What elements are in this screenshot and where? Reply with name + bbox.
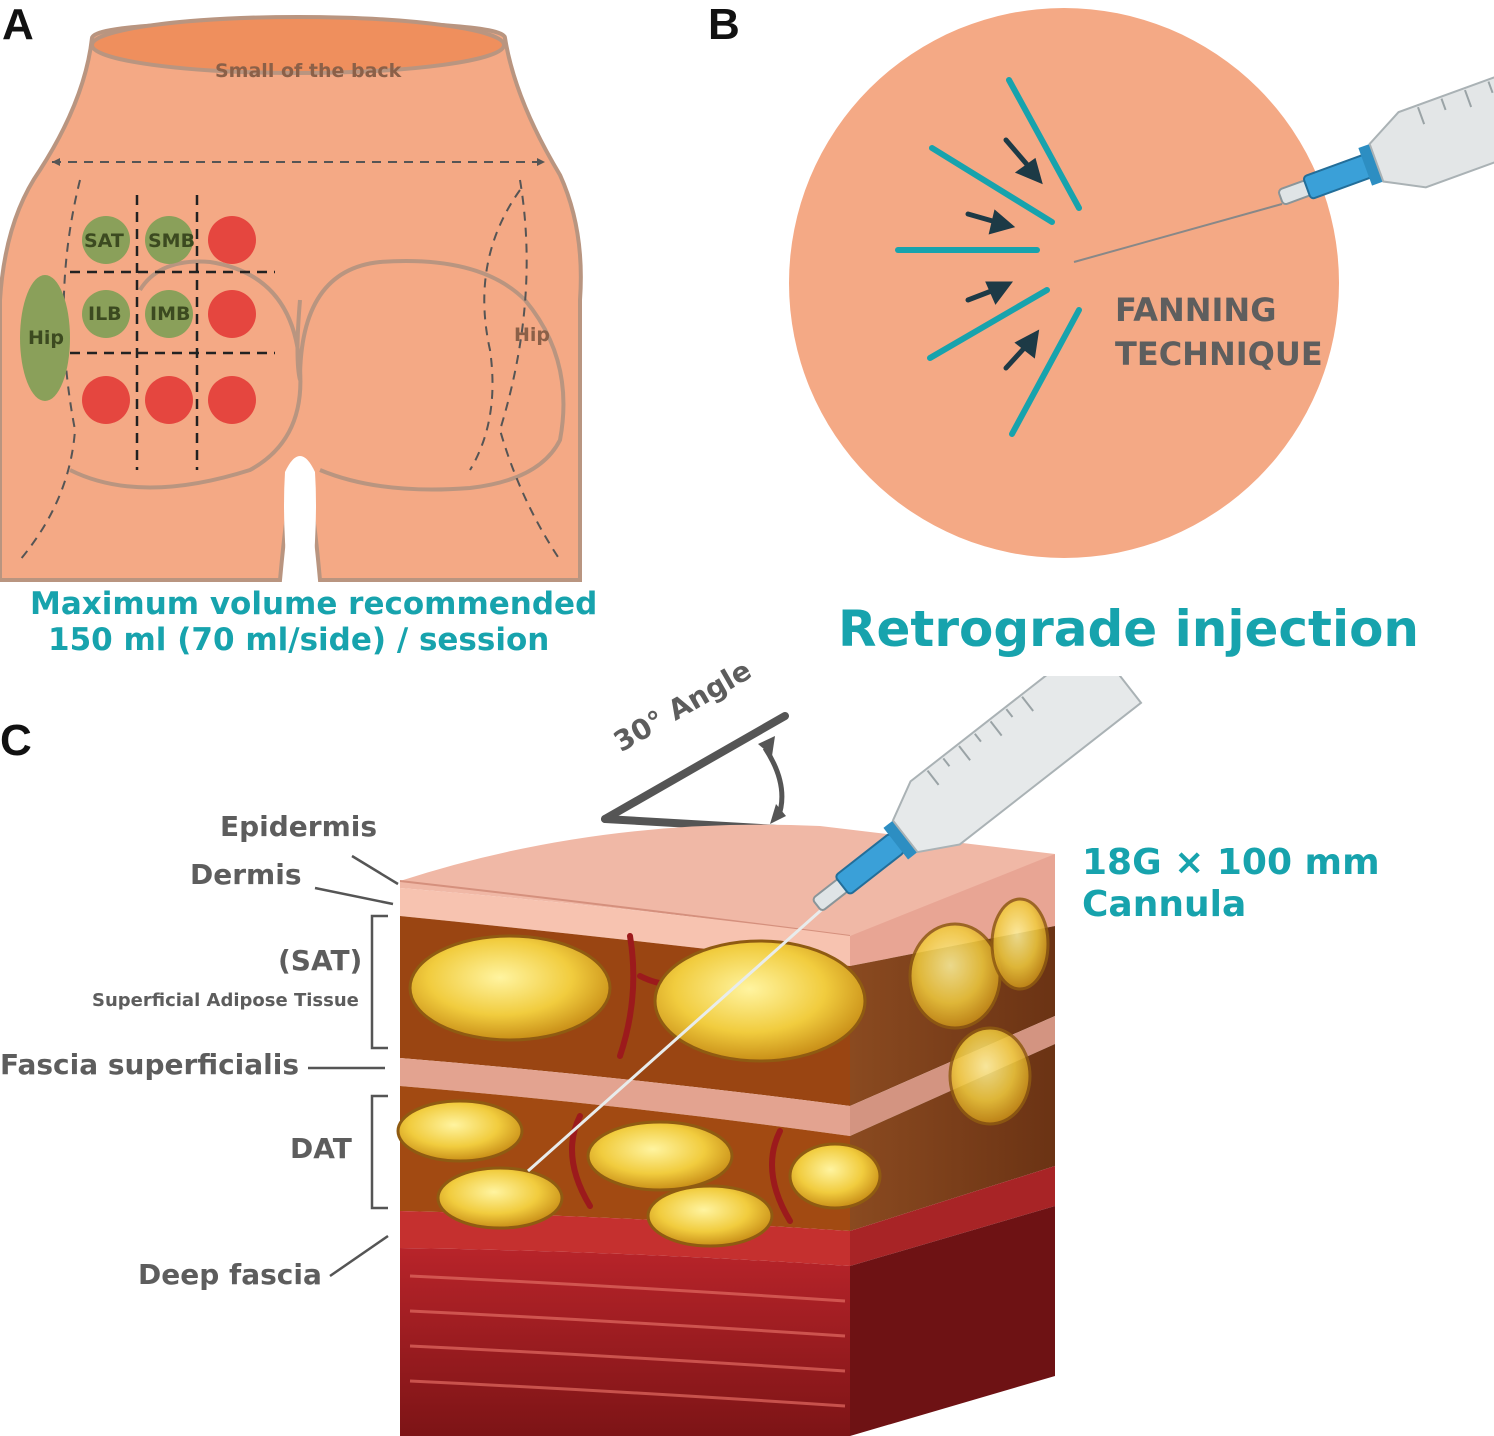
fanning-illustration	[789, 8, 1494, 558]
red-zone	[82, 376, 130, 424]
deep-fascia-label: Deep fascia	[138, 1258, 322, 1291]
zone-sat	[82, 216, 130, 264]
hip-label-left: Hip	[28, 327, 65, 349]
panel-b-letter: B	[708, 0, 740, 49]
panel-a-letter: A	[2, 0, 34, 49]
epidermis-label: Epidermis	[220, 810, 378, 843]
small-of-back-area	[90, 15, 506, 75]
zone-label-sat: SAT	[84, 230, 124, 252]
sat-label: (SAT)	[278, 944, 363, 977]
fascia-superficialis-label: Fascia superficialis	[0, 1048, 300, 1081]
red-zone	[208, 376, 256, 424]
zone-label-ilb: ILB	[88, 303, 122, 325]
hip-zone-left	[20, 275, 70, 401]
max-volume-line2: 150 ml (70 ml/side) / session	[48, 622, 550, 658]
red-zone	[145, 376, 193, 424]
fanning-label-line2: TECHNIQUE	[1115, 335, 1323, 373]
skin-circle	[789, 8, 1339, 558]
hip-label-right: Hip	[514, 324, 551, 346]
cannula-label-line2: Cannula	[1082, 884, 1247, 925]
skin-cross-section	[308, 676, 1143, 1436]
leg-gap	[284, 456, 316, 580]
dermis-label: Dermis	[190, 858, 302, 891]
zone-label-smb: SMB	[148, 230, 196, 252]
red-zone	[208, 216, 256, 264]
zone-imb	[145, 290, 193, 338]
buttock-cleft	[295, 299, 302, 381]
fanning-label-line1: FANNING	[1115, 291, 1277, 329]
zone-label-imb: IMB	[150, 303, 191, 325]
zone-ilb	[82, 290, 130, 338]
panel-c-letter: C	[0, 716, 32, 765]
dat-label: DAT	[290, 1132, 352, 1165]
cannula-label-line1: 18G × 100 mm	[1082, 842, 1380, 883]
buttocks-illustration	[0, 15, 583, 582]
max-volume-line1: Maximum volume recommended	[30, 586, 598, 622]
retrograde-title: Retrograde injection	[838, 600, 1420, 658]
sat-full-label: Superficial Adipose Tissue	[92, 990, 359, 1011]
right-buttock-curve	[298, 259, 566, 492]
zone-smb	[145, 216, 193, 264]
red-zone	[208, 290, 256, 338]
small-of-back-label: Small of the back	[215, 60, 402, 82]
